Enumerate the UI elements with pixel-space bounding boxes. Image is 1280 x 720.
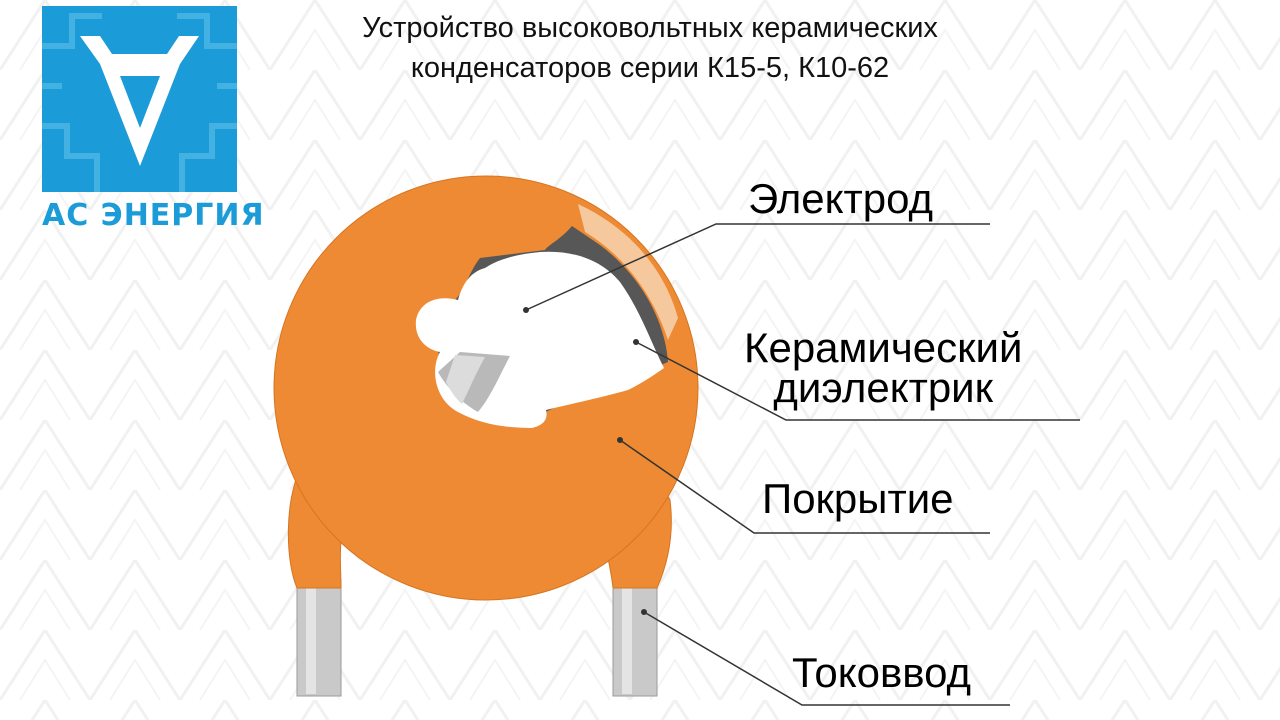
lead-left-highlight	[306, 582, 316, 694]
dielectric-edge	[578, 204, 678, 340]
label-lead: Токоввод	[792, 649, 972, 696]
leader-dots	[523, 307, 647, 615]
lead-right	[612, 579, 658, 697]
label-coating: Покрытие	[762, 475, 954, 522]
dot-ceramic	[633, 339, 639, 345]
title-line-2: конденсаторов серии К15-5, К10-62	[410, 52, 890, 84]
label-ceramic-dielectric: Керамический диэлектрик	[744, 324, 1023, 411]
leader-electrode	[525, 223, 990, 311]
dot-coating	[617, 437, 623, 443]
title-line-1: Устройство высоковольтных керамических	[362, 12, 938, 44]
dot-electrode	[523, 307, 529, 313]
leader-ceramic	[635, 341, 1080, 421]
label-ceramic-line-1: Керамический	[744, 324, 1023, 371]
lead-right-highlight	[622, 582, 632, 694]
leader-coating	[619, 439, 990, 534]
dot-lead	[641, 609, 647, 615]
lead-left	[296, 579, 342, 697]
leader-lines	[525, 223, 1080, 706]
company-logo-icon	[42, 6, 237, 192]
label-ceramic-line-2: диэлектрик	[773, 364, 994, 411]
leader-lead	[643, 611, 1010, 706]
page-title: Устройство высоковольтных керамических к…	[300, 8, 1000, 88]
company-logo-text: АС ЭНЕРГИЯ	[42, 198, 265, 233]
inner-lead-highlight	[446, 355, 485, 404]
label-electrode: Электрод	[748, 175, 934, 222]
